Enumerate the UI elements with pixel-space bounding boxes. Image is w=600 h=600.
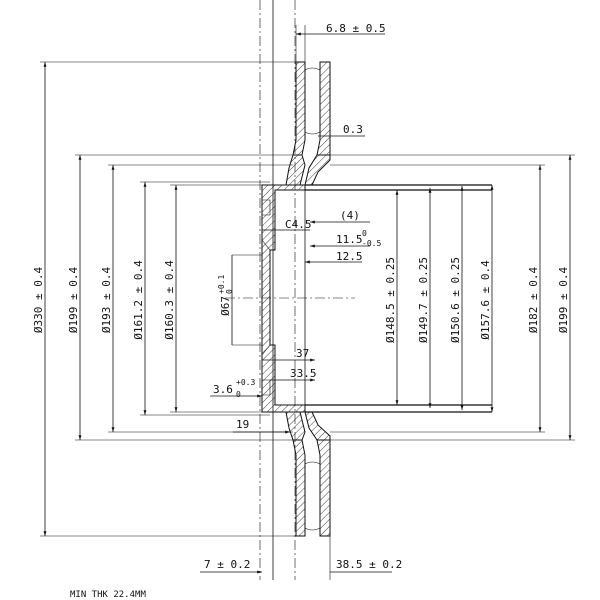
dim-depth-11-5: 11.5 0 -0.5 — [336, 229, 381, 248]
dim-bottom-7: 7 ± 0.2 — [204, 558, 250, 571]
svg-text:Ø67: Ø67 — [219, 296, 232, 316]
right-diameter-dims: Ø148.5 ± 0.25 Ø149.7 ± 0.25 Ø150.6 ± 0.2… — [384, 155, 572, 440]
dim-dia-148-5: Ø148.5 ± 0.25 — [384, 257, 397, 343]
upper-neck-inner — [304, 154, 331, 186]
dim-len-37: 37 — [296, 347, 309, 360]
dim-len-33-5: 33.5 — [290, 367, 317, 380]
dim-gap-0-3: 0.3 — [343, 123, 363, 136]
upper-inner-plate — [316, 61, 331, 156]
lower-neck-inner — [304, 411, 331, 441]
dim-bottom-38-5: 38.5 ± 0.2 — [336, 558, 402, 571]
inner-dims: C4.5 (4) 11.5 0 -0.5 12.5 — [262, 209, 381, 264]
svg-text:+0.3: +0.3 — [236, 378, 255, 387]
svg-text:-0.5: -0.5 — [362, 239, 381, 248]
svg-text:+0.1: +0.1 — [217, 275, 226, 294]
lower-neck — [285, 411, 306, 441]
dim-dia-182: Ø182 ± 0.4 — [527, 267, 540, 334]
upper-neck — [285, 154, 306, 186]
dim-dia-193: Ø193 ± 0.4 — [100, 267, 113, 334]
dim-depth-12-5: 12.5 — [336, 250, 363, 263]
dim-len-19: 19 — [236, 418, 249, 431]
top-dims: 6.8 ± 0.5 0.3 — [295, 22, 386, 137]
svg-text:11.5: 11.5 — [336, 233, 363, 246]
bottom-dims: 7 ± 0.2 38.5 ± 0.2 — [200, 536, 402, 580]
dim-ref-4: (4) — [340, 209, 360, 222]
dim-bore-67: Ø67 +0.1 0 — [217, 275, 234, 316]
lower-inner-dims: 37 33.5 3.6 +0.3 0 19 — [210, 347, 317, 434]
dim-dia-161-2: Ø161.2 ± 0.4 — [132, 260, 145, 340]
dim-chamfer-c4-5: C4.5 — [285, 218, 312, 231]
dim-dia-330: Ø330 ± 0.4 — [32, 267, 45, 334]
dim-dia-150-6: Ø150.6 ± 0.25 — [449, 257, 462, 343]
left-diameter-dims: Ø330 ± 0.4 Ø199 ± 0.4 Ø193 ± 0.4 Ø161.2 … — [32, 62, 262, 536]
svg-text:0: 0 — [362, 229, 367, 238]
dim-thickness-6-8: 6.8 ± 0.5 — [326, 22, 386, 35]
dim-dia-149-7: Ø149.7 ± 0.25 — [417, 257, 430, 343]
dim-len-3-6: 3.6 +0.3 0 — [213, 378, 255, 399]
min-thickness-note: MIN THK 22.4MM — [70, 590, 146, 600]
dim-dia-199-left: Ø199 ± 0.4 — [67, 267, 80, 334]
dim-dia-157-6: Ø157.6 ± 0.4 — [479, 260, 492, 340]
svg-text:3.6: 3.6 — [213, 383, 233, 396]
svg-text:0: 0 — [236, 390, 241, 399]
dim-dia-199-right: Ø199 ± 0.4 — [557, 267, 570, 334]
lower-inner-plate — [316, 439, 331, 537]
dim-dia-160-3: Ø160.3 ± 0.4 — [163, 260, 176, 340]
extension-lines — [40, 61, 575, 537]
svg-text:0: 0 — [225, 289, 234, 294]
